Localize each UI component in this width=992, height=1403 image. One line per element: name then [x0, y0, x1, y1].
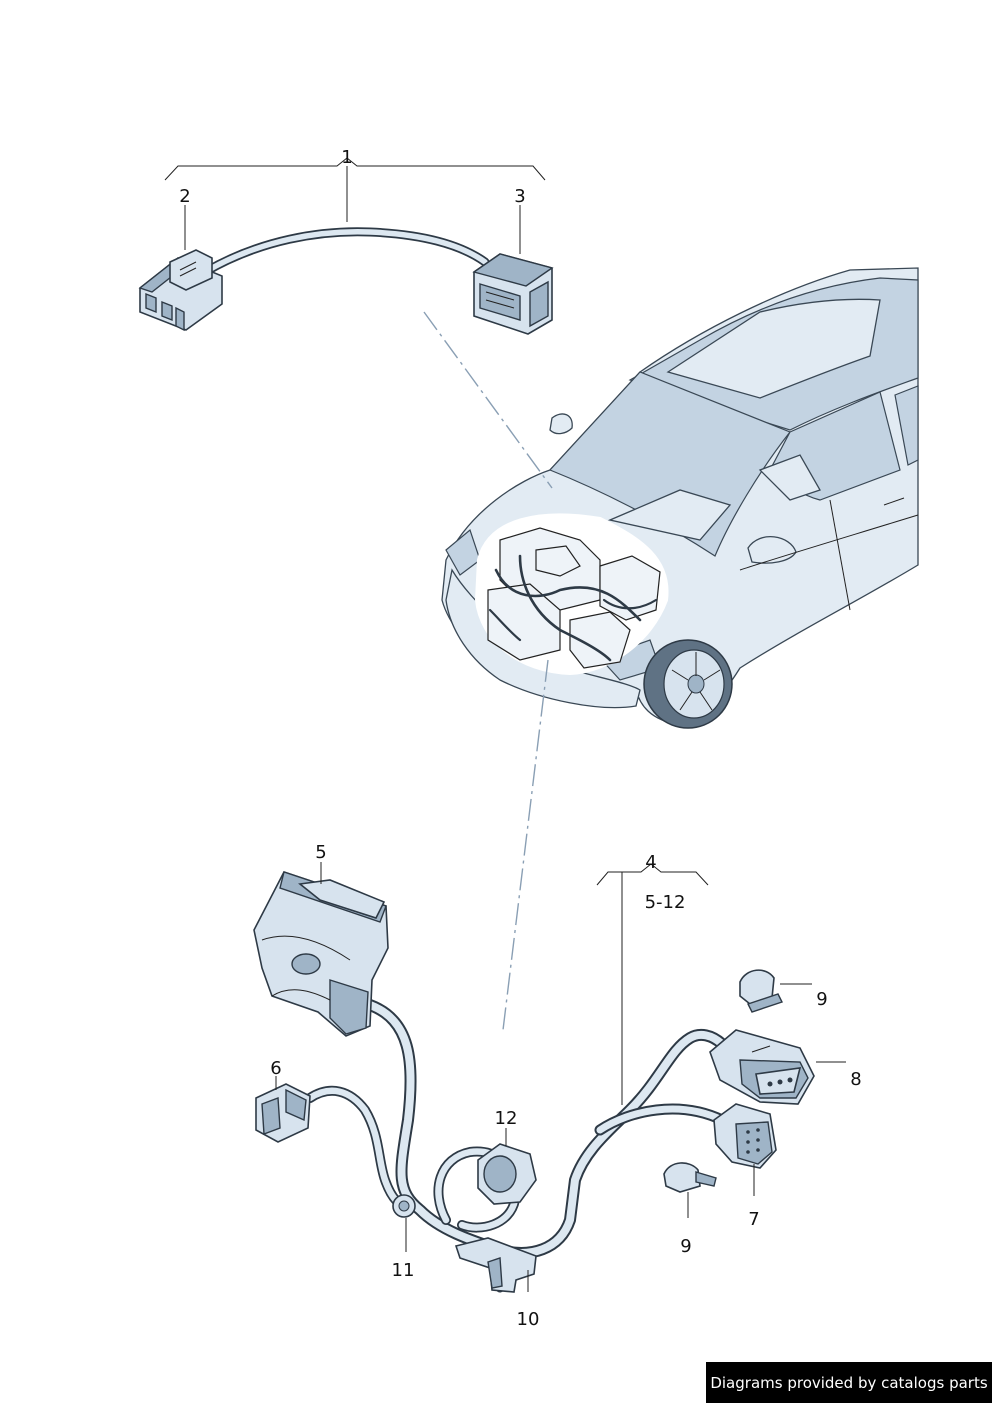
- callout-5: 5: [315, 842, 326, 863]
- connector-part-3: [472, 253, 554, 335]
- leader-dashed-lines: [423, 311, 553, 1031]
- vehicle-illustration: [441, 267, 919, 729]
- connector-part-2: [138, 249, 223, 332]
- callout-4: 4: [645, 852, 656, 873]
- callout-1: 1: [341, 147, 352, 168]
- callout-3: 3: [514, 186, 525, 207]
- callout-11: 11: [392, 1260, 415, 1281]
- connector-part-8: [709, 1029, 846, 1105]
- bracket-1: [164, 157, 546, 254]
- callout-6: 6: [270, 1058, 281, 1079]
- callout-10: 10: [517, 1309, 540, 1330]
- callout-7: 7: [748, 1209, 759, 1230]
- clip-part-9-upper: [739, 969, 812, 1013]
- callout-9-upper: 9: [816, 989, 827, 1010]
- banner-text: Diagrams provided by catalogs parts: [710, 1373, 988, 1392]
- grommet-part-11: [392, 1194, 416, 1252]
- bracket-part-10: [454, 1237, 537, 1293]
- wiring-harness-part-4: [305, 999, 728, 1293]
- holder-part-12: [477, 1128, 537, 1205]
- clip-part-9-lower: [663, 1162, 717, 1218]
- callout-2: 2: [179, 186, 190, 207]
- engine-bay-highlight: [474, 513, 669, 676]
- source-banner: Diagrams provided by catalogs parts: [706, 1362, 992, 1403]
- connector-part-6: [255, 1076, 311, 1143]
- callout-labels: 1 2 3 4 5-12 5 6 7 8 9 9 10 11 12: [179, 147, 861, 1330]
- callout-8: 8: [850, 1069, 861, 1090]
- adapter-cable-part-1: [200, 227, 490, 277]
- callout-12: 12: [495, 1108, 518, 1129]
- callout-4-range: 5-12: [645, 892, 686, 913]
- control-unit-part-5: [253, 862, 389, 1037]
- bracket-4: [596, 863, 709, 1105]
- callout-9-lower: 9: [680, 1236, 691, 1257]
- connector-part-7: [713, 1103, 777, 1196]
